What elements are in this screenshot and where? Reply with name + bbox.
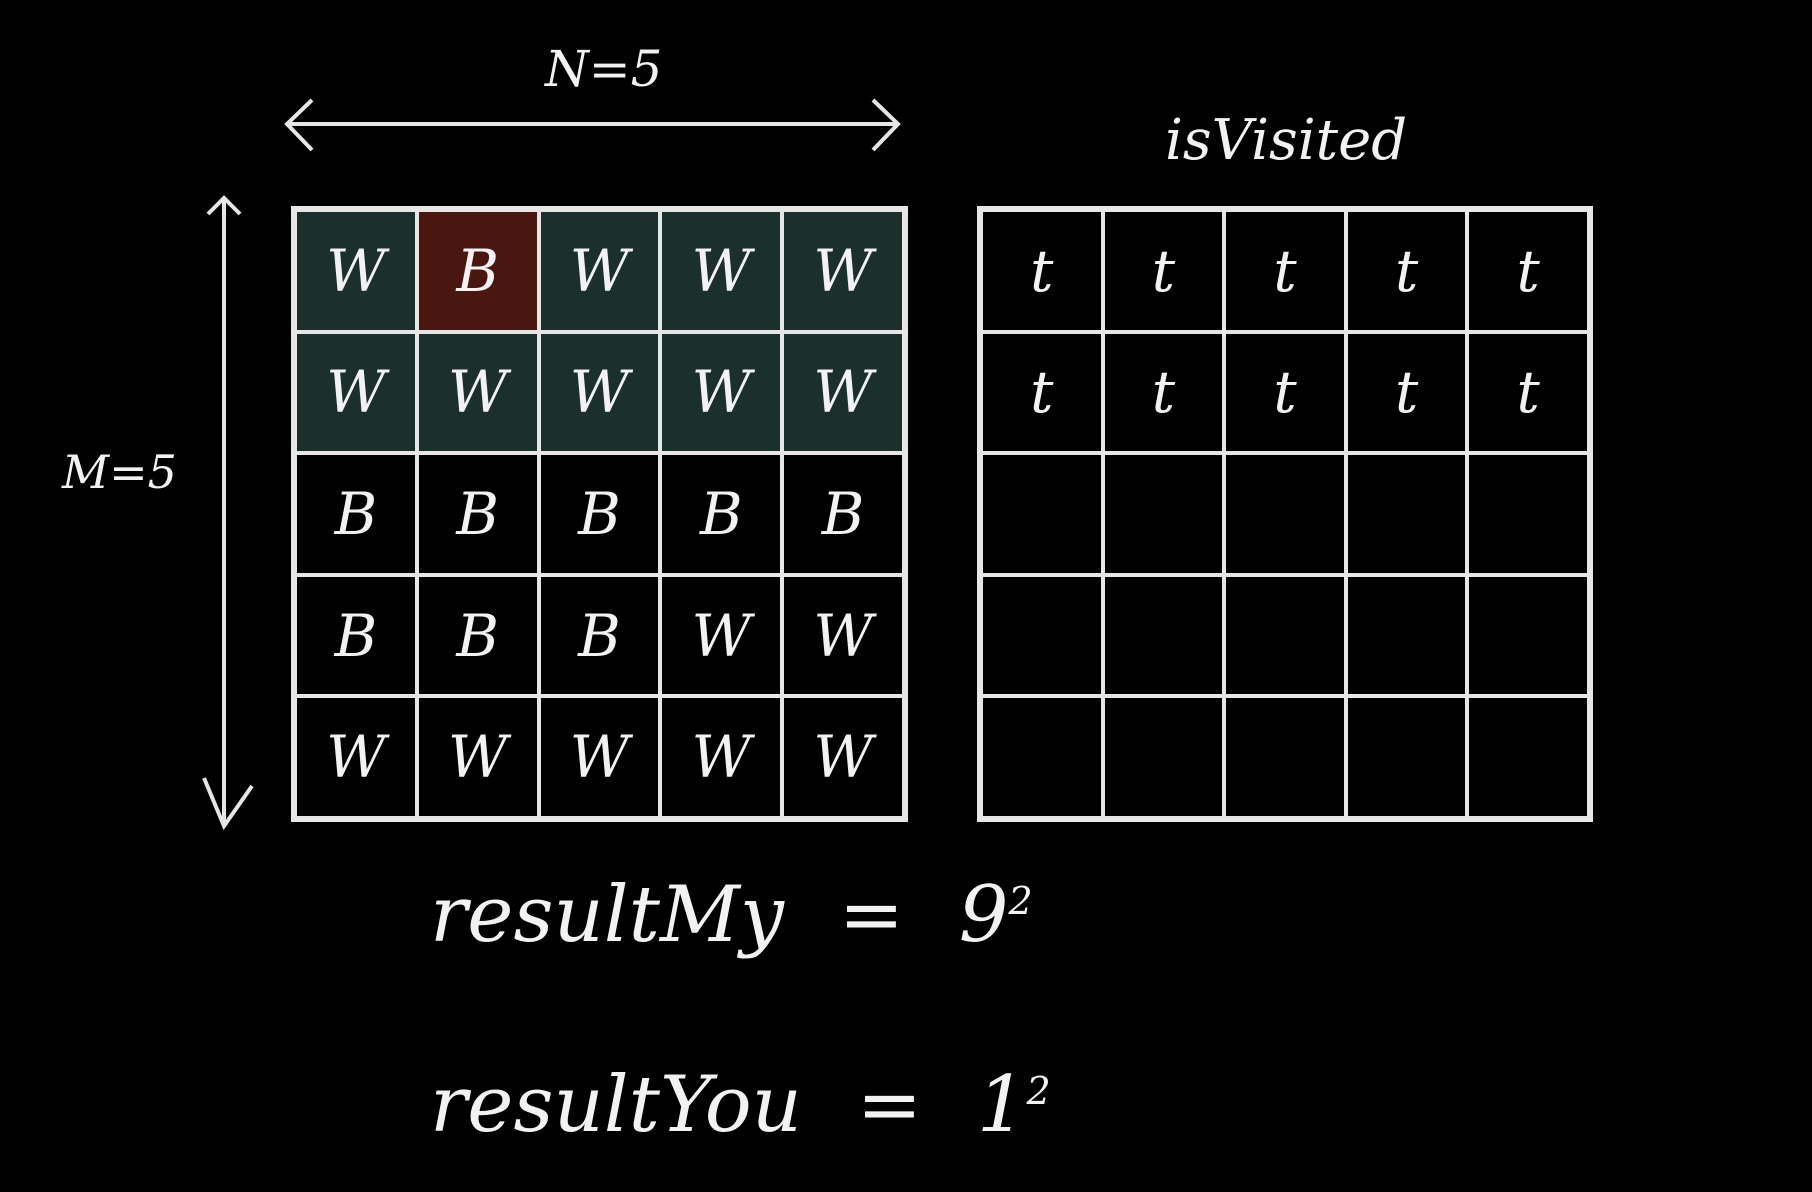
visited-cell: t <box>1224 331 1346 454</box>
board-cell: W <box>660 331 783 454</box>
result-my-label: resultMy <box>430 870 784 960</box>
visited-title: isVisited <box>1165 108 1408 173</box>
result-you-label: resultYou <box>430 1060 802 1150</box>
visited-cell: t <box>981 210 1103 332</box>
visited-cell <box>1345 696 1468 818</box>
result-my-exponent: 2 <box>1008 879 1033 923</box>
board-cell: W <box>660 210 783 332</box>
visited-cell <box>1224 696 1346 818</box>
visited-cell: t <box>1345 210 1468 332</box>
visited-cell <box>1467 453 1589 575</box>
board-cell: B <box>782 453 904 575</box>
visited-cell: t <box>1467 331 1589 454</box>
result-you-base: 1 <box>976 1060 1027 1150</box>
board-cell: B <box>416 210 539 332</box>
visited-cell: t <box>1345 331 1468 454</box>
board-cell: B <box>538 574 661 697</box>
board-cell: W <box>295 696 417 818</box>
result-you-exponent: 2 <box>1026 1069 1051 1113</box>
board-cell: W <box>538 331 661 454</box>
board-cell: B <box>416 574 539 697</box>
visited-cell <box>1224 574 1346 697</box>
board-cell: W <box>416 696 539 818</box>
n-arrow-left-head <box>284 98 314 152</box>
board-cell: W <box>782 210 904 332</box>
visited-cell <box>1467 574 1589 697</box>
visited-cell <box>1102 574 1225 697</box>
board-cell: W <box>660 574 783 697</box>
board-cell: B <box>295 574 417 697</box>
visited-cell: t <box>981 331 1103 454</box>
board-cell: W <box>416 331 539 454</box>
n-label: N=5 <box>545 40 663 98</box>
board-cell: W <box>782 696 904 818</box>
m-arrow-top-head <box>206 195 242 216</box>
result-my-base: 9 <box>958 870 1009 960</box>
board-cell: W <box>660 696 783 818</box>
visited-cell <box>981 574 1103 697</box>
visited-cell <box>1224 453 1346 575</box>
board-cell: W <box>538 696 661 818</box>
board-cell: B <box>295 453 417 575</box>
visited-cell <box>1102 696 1225 818</box>
board-cell: W <box>295 210 417 332</box>
visited-cell: t <box>1102 331 1225 454</box>
n-arrow-right-head <box>871 98 901 152</box>
m-arrow-bottom-head <box>202 777 254 831</box>
result-my-equals: = <box>838 870 905 960</box>
visited-cell <box>1467 696 1589 818</box>
visited-cell: t <box>1467 210 1589 332</box>
m-label: M=5 <box>62 445 177 499</box>
board-cell: W <box>782 574 904 697</box>
result-my: resultMy = 92 <box>430 870 1033 960</box>
board-cell: W <box>295 331 417 454</box>
board-cell: B <box>660 453 783 575</box>
board-cell: W <box>538 210 661 332</box>
visited-cell: t <box>1224 210 1346 332</box>
result-you-equals: = <box>856 1060 923 1150</box>
board-cell: W <box>782 331 904 454</box>
visited-cell <box>981 696 1103 818</box>
board-cell: B <box>416 453 539 575</box>
visited-cell <box>1345 574 1468 697</box>
visited-cell <box>1102 453 1225 575</box>
board-cell: B <box>538 453 661 575</box>
visited-cell <box>1345 453 1468 575</box>
visited-cell <box>981 453 1103 575</box>
result-you: resultYou = 12 <box>430 1060 1051 1150</box>
visited-cell: t <box>1102 210 1225 332</box>
